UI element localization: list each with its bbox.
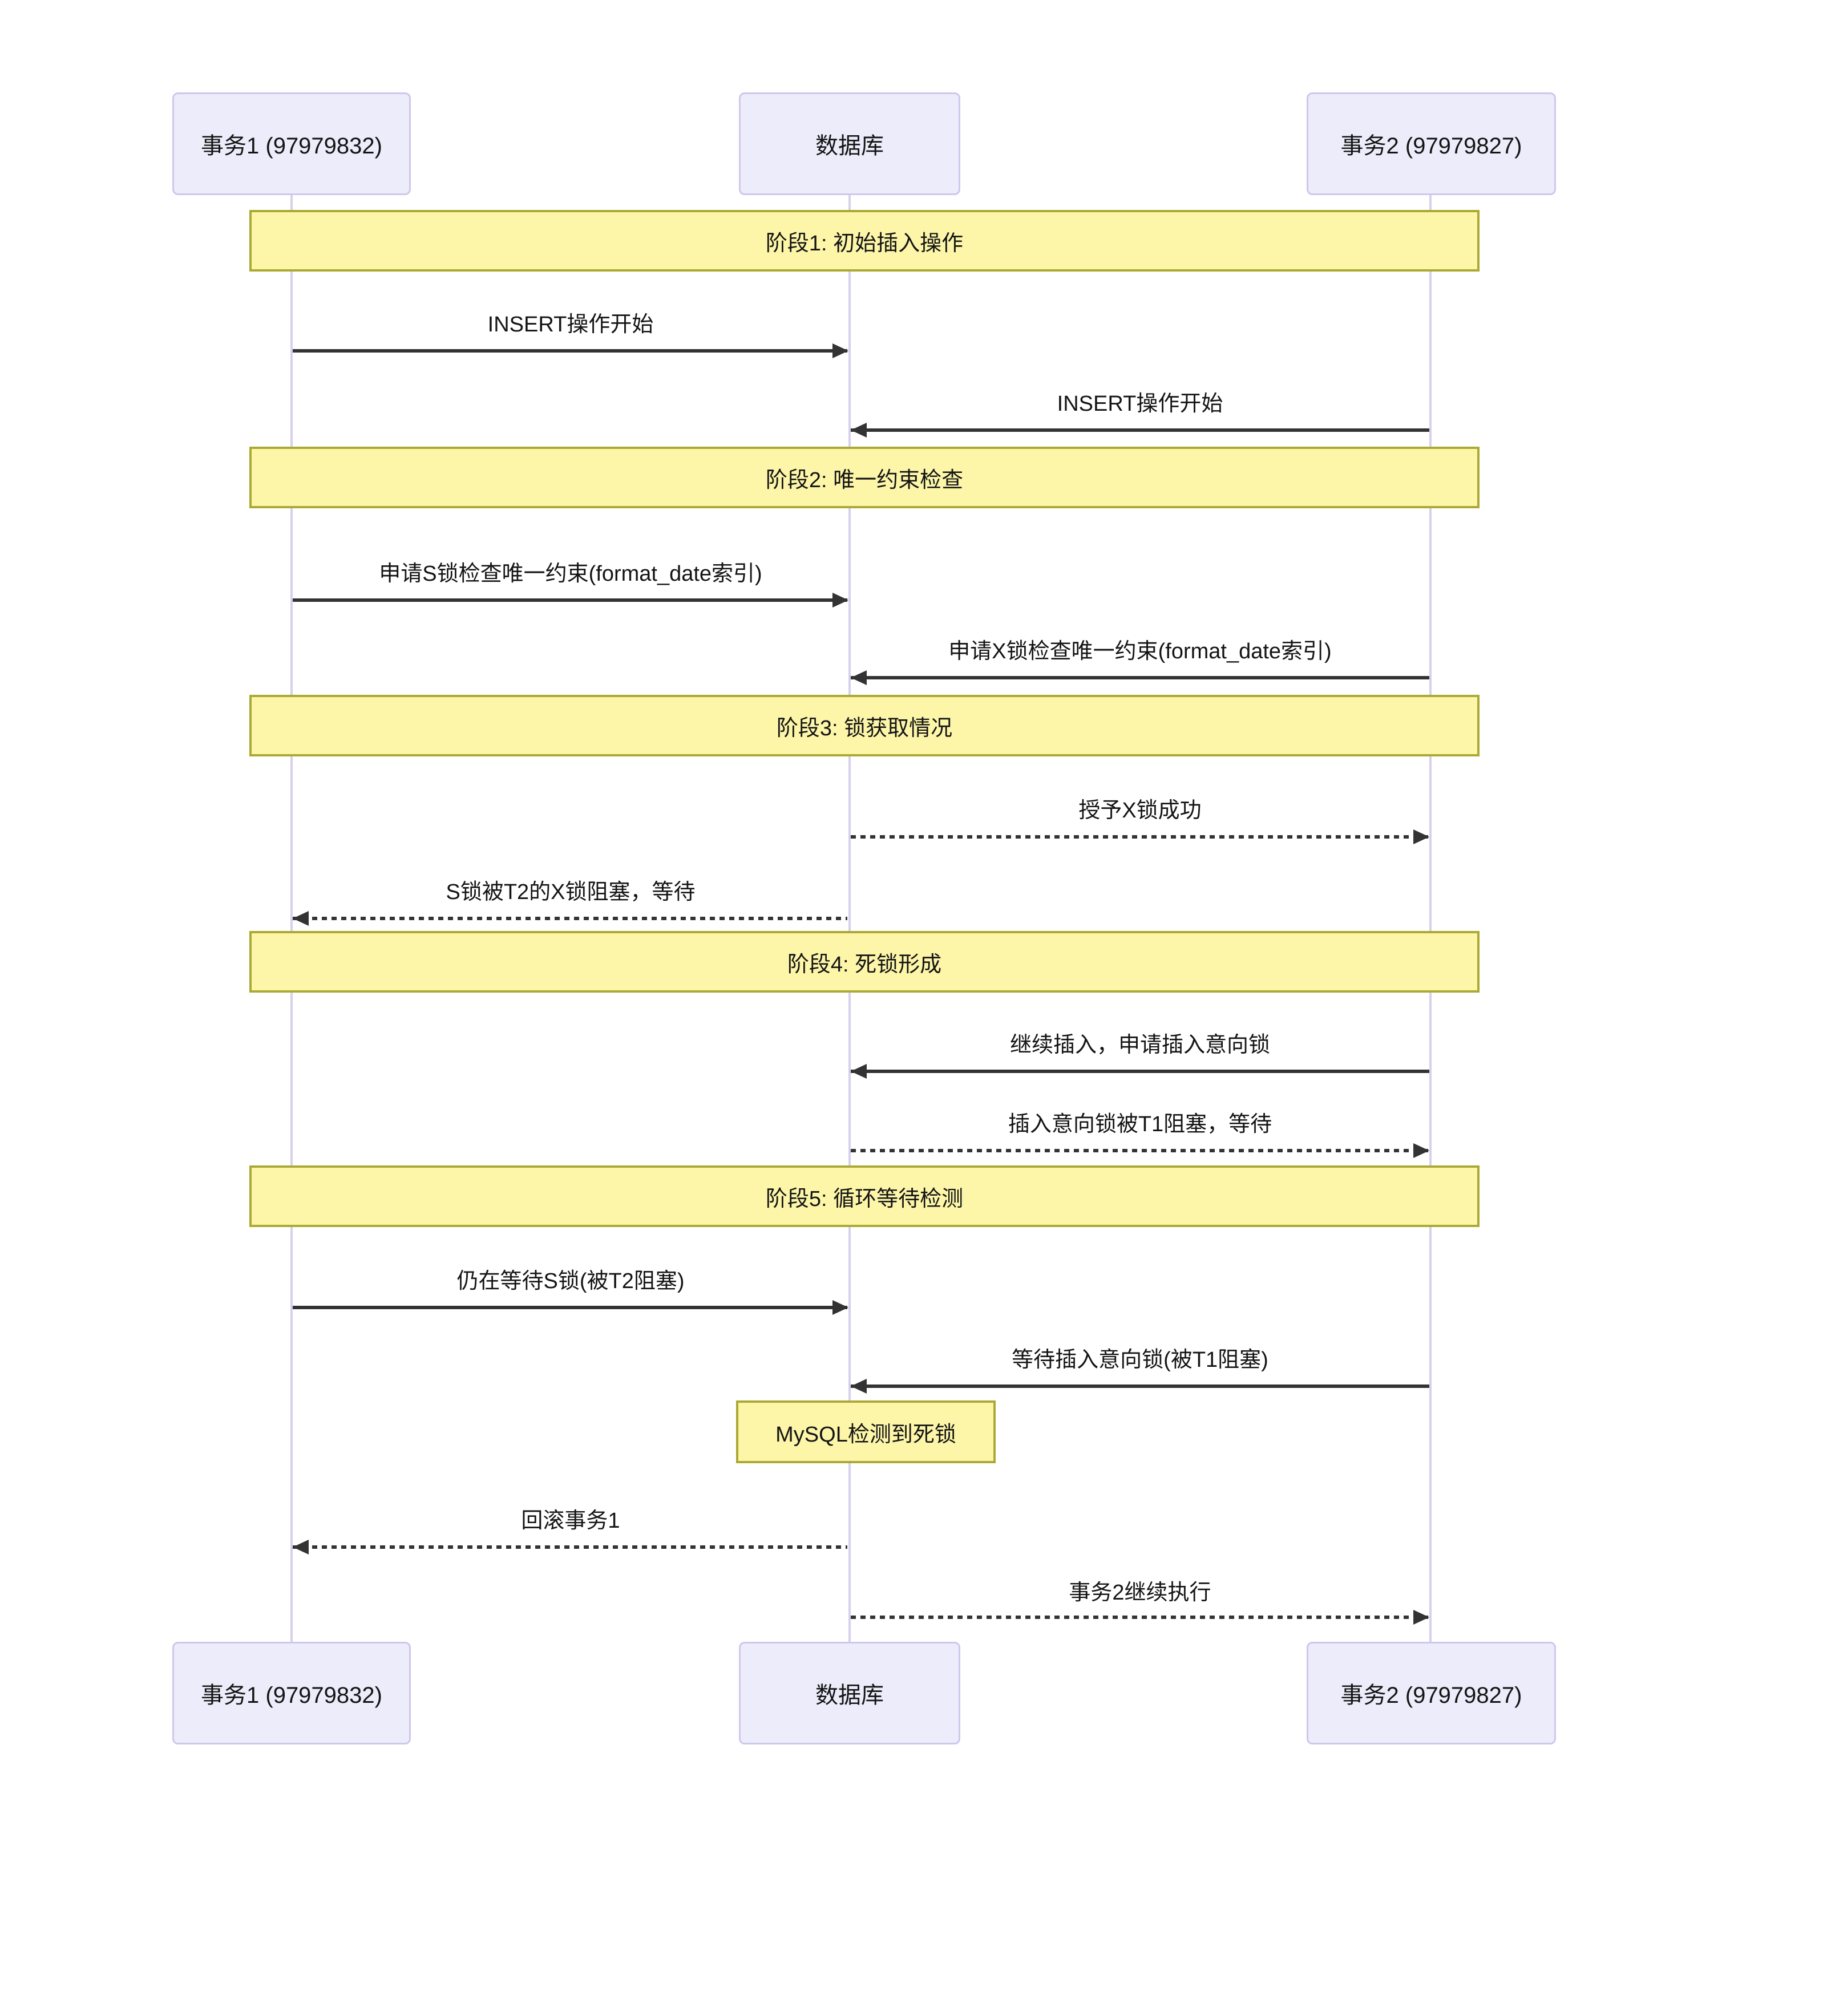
actor-label: 事务2 (97979827) — [1340, 133, 1522, 159]
actor-label: 事务2 (97979827) — [1340, 1683, 1522, 1708]
phase-label: 阶段3: 锁获取情况 — [776, 716, 953, 740]
message-label-2: INSERT操作开始 — [1057, 392, 1223, 416]
phase-label: 阶段4: 死锁形成 — [787, 952, 942, 977]
arrowhead-left-icon — [293, 1540, 309, 1554]
actor-label: 数据库 — [815, 133, 884, 159]
actor-bottom-transaction1: 事务1 (97979832) — [172, 1642, 411, 1744]
message-line-10 — [851, 1385, 1429, 1388]
message-line-9 — [293, 1306, 847, 1309]
note-label: MySQL检测到死锁 — [775, 1422, 956, 1447]
phase-bar-1: 阶段1: 初始插入操作 — [249, 210, 1480, 272]
message-label-6: S锁被T2的X锁阻塞，等待 — [446, 880, 696, 904]
phase-bar-4: 阶段4: 死锁形成 — [249, 931, 1480, 993]
actor-top-transaction2: 事务2 (97979827) — [1307, 92, 1556, 195]
arrowhead-right-icon — [832, 1300, 848, 1315]
message-label-5: 授予X锁成功 — [1078, 799, 1202, 823]
arrowhead-left-icon — [851, 670, 867, 685]
message-label-1: INSERT操作开始 — [487, 313, 654, 337]
message-line-4 — [851, 676, 1429, 679]
actor-label: 事务1 (97979832) — [201, 133, 382, 159]
deadlock-note: MySQL检测到死锁 — [736, 1400, 996, 1463]
message-line-5 — [851, 835, 1429, 839]
message-line-3 — [293, 598, 847, 602]
lifeline-database — [848, 195, 851, 1642]
message-line-8 — [851, 1149, 1429, 1152]
actor-top-transaction1: 事务1 (97979832) — [172, 92, 411, 195]
arrowhead-right-icon — [832, 593, 848, 608]
phase-label: 阶段2: 唯一约束检查 — [765, 468, 964, 492]
message-label-10: 等待插入意向锁(被T1阻塞) — [1012, 1348, 1268, 1372]
arrowhead-right-icon — [1413, 1143, 1429, 1158]
message-label-11: 回滚事务1 — [521, 1509, 620, 1533]
lifeline-transaction1 — [290, 195, 293, 1642]
arrowhead-left-icon — [851, 1064, 867, 1079]
message-label-7: 继续插入，申请插入意向锁 — [1009, 1033, 1270, 1057]
actor-label: 数据库 — [815, 1683, 884, 1708]
arrowhead-right-icon — [1413, 1610, 1429, 1625]
arrowhead-right-icon — [832, 343, 848, 358]
actor-bottom-database: 数据库 — [739, 1642, 960, 1744]
message-label-4: 申请X锁检查唯一约束(format_date索引) — [948, 639, 1332, 663]
message-line-11 — [293, 1545, 847, 1549]
arrowhead-right-icon — [1413, 829, 1429, 844]
lifeline-transaction2 — [1429, 195, 1432, 1642]
message-label-3: 申请S锁检查唯一约束(format_date索引) — [379, 562, 762, 586]
actor-label: 事务1 (97979832) — [201, 1683, 382, 1708]
message-line-2 — [851, 428, 1429, 432]
phase-bar-2: 阶段2: 唯一约束检查 — [249, 447, 1480, 508]
phase-bar-5: 阶段5: 循环等待检测 — [249, 1165, 1480, 1227]
message-label-12: 事务2继续执行 — [1069, 1581, 1211, 1605]
phase-bar-3: 阶段3: 锁获取情况 — [249, 695, 1480, 756]
arrowhead-left-icon — [851, 423, 867, 438]
phase-label: 阶段1: 初始插入操作 — [765, 231, 964, 256]
message-line-6 — [293, 917, 847, 920]
message-line-12 — [851, 1616, 1429, 1619]
message-label-8: 插入意向锁被T1阻塞，等待 — [1008, 1112, 1272, 1136]
message-line-7 — [851, 1070, 1429, 1073]
actor-bottom-transaction2: 事务2 (97979827) — [1307, 1642, 1556, 1744]
actor-top-database: 数据库 — [739, 92, 960, 195]
phase-label: 阶段5: 循环等待检测 — [765, 1187, 964, 1211]
message-label-9: 仍在等待S锁(被T2阻塞) — [456, 1269, 685, 1293]
arrowhead-left-icon — [293, 911, 309, 926]
arrowhead-left-icon — [851, 1379, 867, 1394]
message-line-1 — [293, 349, 847, 353]
